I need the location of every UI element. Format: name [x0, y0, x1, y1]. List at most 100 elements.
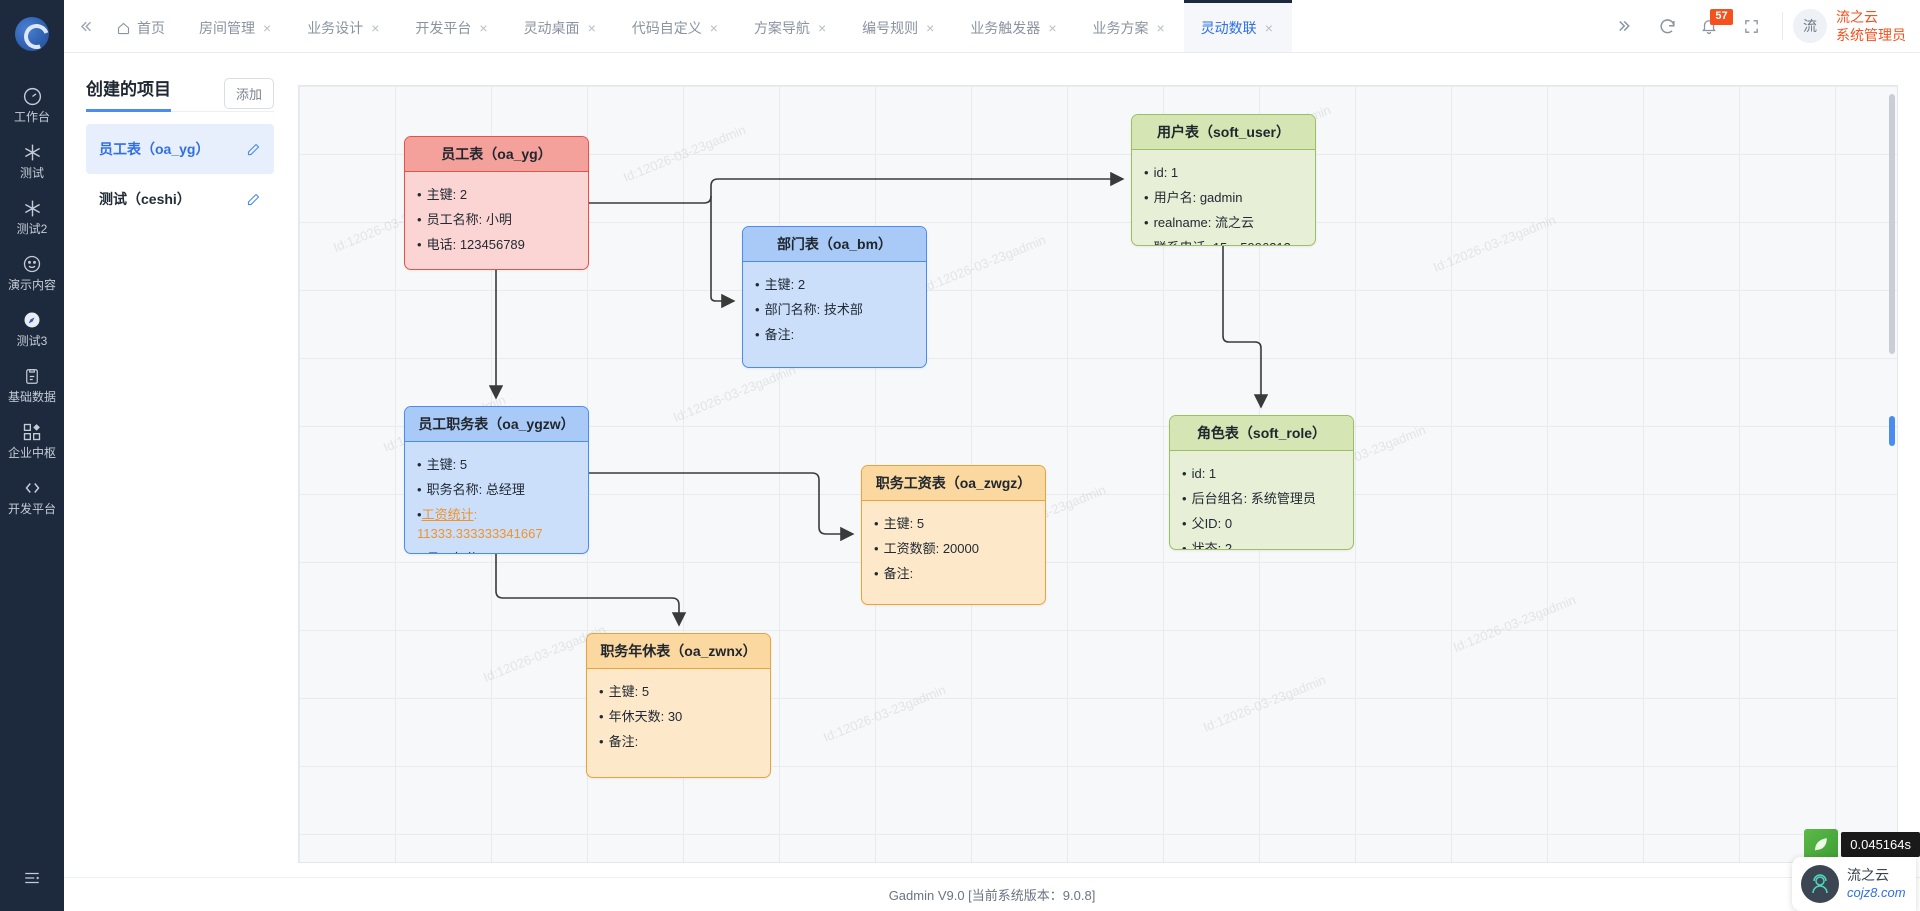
list-item-oa-yg[interactable]: 员工表（oa_yg）: [86, 124, 274, 174]
projects-header: 创建的项目 添加: [86, 75, 274, 112]
field-value: 总经理: [485, 482, 525, 497]
er-node-title: 职务年休表（oa_zwnx）: [587, 634, 770, 669]
menu-collapse-icon[interactable]: [0, 869, 64, 887]
tab-daima-zidingyi[interactable]: 代码自定义×: [615, 0, 737, 52]
tab-close-icon[interactable]: ×: [1264, 20, 1273, 36]
project-list: 员工表（oa_yg） 测试（ceshi）: [86, 124, 274, 224]
double-chevron-right-icon[interactable]: [1604, 0, 1646, 53]
fullscreen-icon[interactable]: [1730, 0, 1772, 53]
tab-yewu-fangan[interactable]: 业务方案 ×: [1076, 0, 1184, 52]
compass-icon: [21, 309, 43, 331]
tab-close-icon[interactable]: ×: [1156, 20, 1165, 36]
add-project-button[interactable]: 添加: [223, 78, 274, 109]
tab-close-icon[interactable]: ×: [587, 20, 596, 36]
er-node-oa-bm[interactable]: 部门表（oa_bm） •主键: 2 •部门名称: 技术部 •备注:: [742, 226, 927, 368]
field-value: 11333.333333341667: [417, 526, 543, 541]
tab-lingdong-shulian[interactable]: 灵动数联×: [1183, 0, 1292, 52]
field-key-link[interactable]: 员工年休: [427, 551, 479, 553]
tab-home[interactable]: 首页: [106, 0, 182, 52]
er-node-soft-user[interactable]: 用户表（soft_user） •id: 1 •用户名: gadmin •real…: [1131, 114, 1316, 246]
tab-close-icon[interactable]: ×: [371, 20, 380, 36]
er-field: •备注:: [874, 566, 914, 581]
er-field: •备注:: [599, 734, 639, 749]
rail-item-test[interactable]: 测试: [0, 132, 64, 188]
field-key: 职务名称: [426, 482, 479, 497]
tab-yewu-chufaqi[interactable]: 业务触发器×: [953, 0, 1075, 52]
rail-item-demo-content[interactable]: 演示内容: [0, 244, 64, 300]
er-field: •主键: 5: [599, 684, 650, 699]
er-node-oa-zwnx[interactable]: 职务年休表（oa_zwnx） •主键: 5 •年休天数: 30 •备注:: [586, 633, 771, 778]
snowflake-icon: [21, 141, 43, 163]
er-field: •员工名称: 小明: [417, 212, 512, 227]
tab-label: 开发平台: [415, 20, 472, 36]
rail-item-dev-platform[interactable]: 开发平台: [0, 468, 64, 524]
tab-close-icon[interactable]: ×: [1048, 20, 1057, 36]
rail-item-test2[interactable]: 测试2: [0, 188, 64, 244]
er-node-oa-yg[interactable]: 员工表（oa_yg） •主键: 2 •员工名称: 小明 •电话: 1234567…: [404, 136, 589, 270]
project-name: 员工表（oa_yg）: [99, 141, 210, 157]
tab-yewu-sheji[interactable]: 业务设计×: [290, 0, 398, 52]
er-diagram-canvas[interactable]: Id:12026-03-23gadmin Id:12026-03-23gadmi…: [298, 85, 1898, 863]
er-field: •后台组名: 系统管理员: [1182, 491, 1316, 506]
tab-close-icon[interactable]: ×: [817, 20, 827, 36]
canvas-scrollbar-thumb[interactable]: [1889, 416, 1895, 446]
field-key: 年休天数: [608, 709, 661, 724]
er-node-oa-ygzw[interactable]: 员工职务表（oa_ygzw） •主键: 5 •职务名称: 总经理 •工资统计:1…: [404, 406, 589, 554]
rail-item-workbench[interactable]: 工作台: [0, 76, 64, 132]
tab-lingdong-zhuomian[interactable]: 灵动桌面×: [507, 0, 615, 52]
gadmin-logo[interactable]: [0, 6, 64, 62]
field-key: 部门名称: [764, 302, 817, 317]
rail-item-enterprise-hub[interactable]: 企业中枢: [0, 412, 64, 468]
field-key: 联系电话: [1154, 240, 1206, 245]
tab-close-icon[interactable]: ×: [926, 20, 935, 36]
top-right-controls: 57 流 流之云 系统管理员: [1604, 0, 1920, 52]
service-name: 流之云: [1847, 867, 1889, 883]
tab-close-icon[interactable]: ×: [263, 20, 272, 36]
tab-close-icon[interactable]: ×: [709, 20, 718, 36]
user-info[interactable]: 流之云 系统管理员: [1836, 8, 1906, 44]
tab-bianhao-guize[interactable]: 编号规则×: [845, 0, 953, 52]
refresh-icon[interactable]: [1646, 0, 1688, 53]
er-field: •状态: 2: [1182, 536, 1341, 549]
leaf-icon[interactable]: [1804, 829, 1838, 859]
field-key-link[interactable]: 工资统计: [421, 507, 474, 522]
top-bar: 首页 房间管理× 业务设计× 开发平台× 灵动桌面× 代码自定义× 方案导航× …: [64, 0, 1920, 53]
er-field: •备注:: [755, 327, 795, 342]
tab-fangan-daohang[interactable]: 方案导航×: [737, 0, 845, 52]
bell-icon[interactable]: 57: [1688, 0, 1733, 53]
er-field: •主键: 5: [874, 516, 925, 531]
field-key: 工资数额: [883, 541, 936, 556]
field-key: 主键: [764, 277, 791, 292]
er-field: •realname: 流之云: [1144, 215, 1255, 230]
er-node-title: 职务工资表（oa_zwgz）: [862, 466, 1045, 501]
pencil-icon[interactable]: [246, 142, 261, 157]
tab-close-icon[interactable]: ×: [479, 20, 488, 36]
er-node-soft-role[interactable]: 角色表（soft_role） •id: 1 •后台组名: 系统管理员 •父ID:…: [1169, 415, 1354, 550]
customer-service-widget[interactable]: 流之云 cojz8.com: [1792, 857, 1916, 911]
smiley-icon: [21, 253, 43, 275]
avatar[interactable]: 流: [1793, 9, 1827, 43]
er-node-oa-zwgz[interactable]: 职务工资表（oa_zwgz） •主键: 5 •工资数额: 20000 •备注:: [861, 465, 1046, 605]
double-chevron-left-icon[interactable]: [64, 0, 106, 52]
er-field: •工资统计:11333.333333341667: [417, 502, 576, 546]
field-value: 2: [797, 277, 806, 292]
field-value: 15xx5996213: [1213, 240, 1291, 245]
canvas-scrollbar[interactable]: [1889, 94, 1895, 354]
notification-badge: 57: [1710, 8, 1733, 25]
tab-kaifa-pingtai[interactable]: 开发平台 ×: [398, 0, 506, 52]
rail-item-test3[interactable]: 测试3: [0, 300, 64, 356]
tab-fangjian-guanli[interactable]: 房间管理×: [182, 0, 290, 52]
field-key: 备注: [764, 327, 791, 342]
tab-bar: 首页 房间管理× 业务设计× 开发平台× 灵动桌面× 代码自定义× 方案导航× …: [106, 0, 1604, 52]
er-field: •年休天数: 30: [599, 709, 683, 724]
field-key: 主键: [608, 684, 635, 699]
field-value: 5: [641, 684, 650, 699]
left-rail: 工作台 测试 测试2 演示内容: [0, 0, 64, 911]
rail-item-basic-data[interactable]: 基础数据: [0, 356, 64, 412]
pencil-icon[interactable]: [246, 192, 261, 207]
tab-label: 业务方案: [1092, 20, 1149, 36]
rail-item-label: 基础数据: [7, 390, 56, 404]
er-field: •主键: 2: [417, 187, 468, 202]
list-item-ceshi[interactable]: 测试（ceshi）: [86, 174, 274, 224]
field-value: 5: [459, 457, 468, 472]
